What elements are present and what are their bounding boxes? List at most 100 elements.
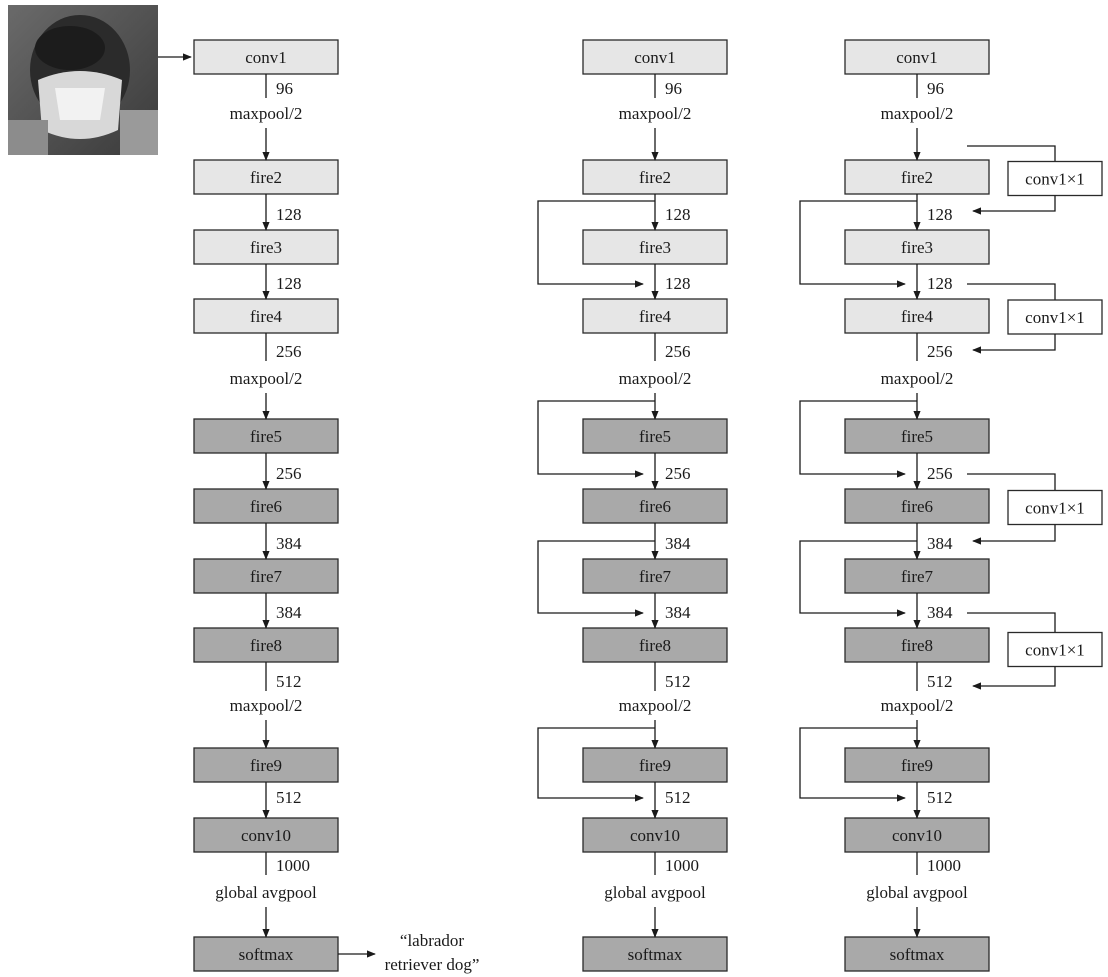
layer-label-fire8: fire8 (901, 636, 933, 655)
layer-box-fire7 (844, 558, 990, 594)
layer-label-fire4: fire4 (639, 307, 672, 326)
channel-count-384: 384 (276, 534, 302, 553)
pool-label: maxpool/2 (619, 369, 692, 388)
layer-label-fire6: fire6 (639, 497, 671, 516)
channel-count-384: 384 (276, 603, 302, 622)
simple-bypass-connection (537, 400, 655, 478)
bypass-conv1x1-label: conv1×1 (1025, 308, 1085, 327)
complex-bypass-return (972, 334, 1056, 354)
input-image (8, 5, 158, 155)
layer-box-conv1 (582, 39, 728, 75)
pool-label: global avgpool (866, 883, 968, 902)
channel-count-1000: 1000 (927, 856, 961, 875)
bypass-conv1x1-box (1007, 299, 1103, 335)
channel-count-128: 128 (276, 205, 302, 224)
layer-label-fire7: fire7 (639, 567, 672, 586)
layer-label-fire6: fire6 (901, 497, 933, 516)
layer-label-fire2: fire2 (639, 168, 671, 187)
layer-box-fire8 (844, 627, 990, 663)
complex-bypass-connection (967, 473, 1056, 491)
bypass-conv1x1-label: conv1×1 (1025, 499, 1085, 518)
channel-count-128: 128 (665, 274, 691, 293)
layer-box-conv1 (193, 39, 339, 75)
layer-label-conv1: conv1 (245, 48, 287, 67)
layer-box-softmax (193, 936, 339, 972)
pool-label: maxpool/2 (230, 696, 303, 715)
layer-box-conv1 (844, 39, 990, 75)
pool-label: maxpool/2 (881, 369, 954, 388)
layer-label-conv1: conv1 (634, 48, 676, 67)
simple-bypass-connection (799, 540, 917, 617)
layer-label-conv10: conv10 (892, 826, 942, 845)
layer-box-fire9 (193, 747, 339, 783)
channel-count-1000: 1000 (276, 856, 310, 875)
layer-box-fire9 (582, 747, 728, 783)
layer-label-fire9: fire9 (901, 756, 933, 775)
layer-label-fire2: fire2 (901, 168, 933, 187)
layer-label-fire9: fire9 (639, 756, 671, 775)
channel-count-512: 512 (927, 788, 953, 807)
layer-label-fire3: fire3 (250, 238, 282, 257)
channel-count-256: 256 (276, 342, 302, 361)
bypass-conv1x1-box (1007, 631, 1103, 668)
column-simple-bypass: conv1fire2fire3fire4fire5fire6fire7fire8… (537, 39, 728, 972)
channel-count-384: 384 (927, 534, 953, 553)
bypass-conv1x1-box (1007, 160, 1103, 197)
column-squeezenet: conv1fire2fire3fire4fire5fire6fire7fire8… (193, 39, 339, 972)
layer-label-fire3: fire3 (639, 238, 671, 257)
channel-count-128: 128 (927, 274, 953, 293)
channel-count-128: 128 (276, 274, 302, 293)
layer-label-fire5: fire5 (901, 427, 933, 446)
pool-label: global avgpool (215, 883, 317, 902)
layer-label-fire4: fire4 (250, 307, 283, 326)
simple-bypass-connection (537, 200, 655, 288)
pool-label: maxpool/2 (881, 104, 954, 123)
layer-label-fire6: fire6 (250, 497, 282, 516)
complex-bypass-return (972, 666, 1056, 690)
layer-label-fire7: fire7 (250, 567, 283, 586)
channel-count-512: 512 (665, 788, 691, 807)
prediction-label-line2: retriever dog” (385, 955, 480, 974)
channel-count-384: 384 (927, 603, 953, 622)
pool-label: maxpool/2 (619, 104, 692, 123)
channel-count-256: 256 (927, 464, 953, 483)
simple-bypass-connection (537, 540, 655, 617)
layer-label-fire5: fire5 (250, 427, 282, 446)
complex-bypass-connection (967, 283, 1056, 300)
pool-label: maxpool/2 (230, 104, 303, 123)
layer-box-fire7 (582, 558, 728, 594)
channel-count-384: 384 (665, 603, 691, 622)
layer-label-softmax: softmax (628, 945, 683, 964)
pool-label: maxpool/2 (230, 369, 303, 388)
channel-count-96: 96 (927, 79, 944, 98)
layer-box-conv10 (193, 817, 339, 853)
channel-count-1000: 1000 (665, 856, 699, 875)
layer-label-softmax: softmax (239, 945, 294, 964)
pool-label: maxpool/2 (881, 696, 954, 715)
layer-label-fire9: fire9 (250, 756, 282, 775)
pool-label: global avgpool (604, 883, 706, 902)
simple-bypass-connection (799, 727, 917, 802)
channel-count-512: 512 (665, 672, 691, 691)
column-complex-bypass: conv1fire2fire3fire4fire5fire6fire7fire8… (799, 39, 1103, 972)
channel-count-96: 96 (276, 79, 293, 98)
layer-label-fire5: fire5 (639, 427, 671, 446)
layer-label-fire4: fire4 (901, 307, 934, 326)
layer-label-softmax: softmax (890, 945, 945, 964)
channel-count-96: 96 (665, 79, 682, 98)
layer-label-fire2: fire2 (250, 168, 282, 187)
channel-count-256: 256 (276, 464, 302, 483)
layer-box-fire4 (844, 298, 990, 334)
channel-count-512: 512 (276, 672, 302, 691)
layer-label-conv1: conv1 (896, 48, 938, 67)
pool-label: maxpool/2 (619, 696, 692, 715)
complex-bypass-connection (967, 612, 1056, 633)
layer-label-fire7: fire7 (901, 567, 934, 586)
simple-bypass-connection (799, 400, 917, 478)
complex-bypass-connection (967, 145, 1056, 162)
layer-label-conv10: conv10 (241, 826, 291, 845)
channel-count-512: 512 (927, 672, 953, 691)
layer-box-fire3 (844, 229, 990, 265)
layer-box-conv10 (844, 817, 990, 853)
